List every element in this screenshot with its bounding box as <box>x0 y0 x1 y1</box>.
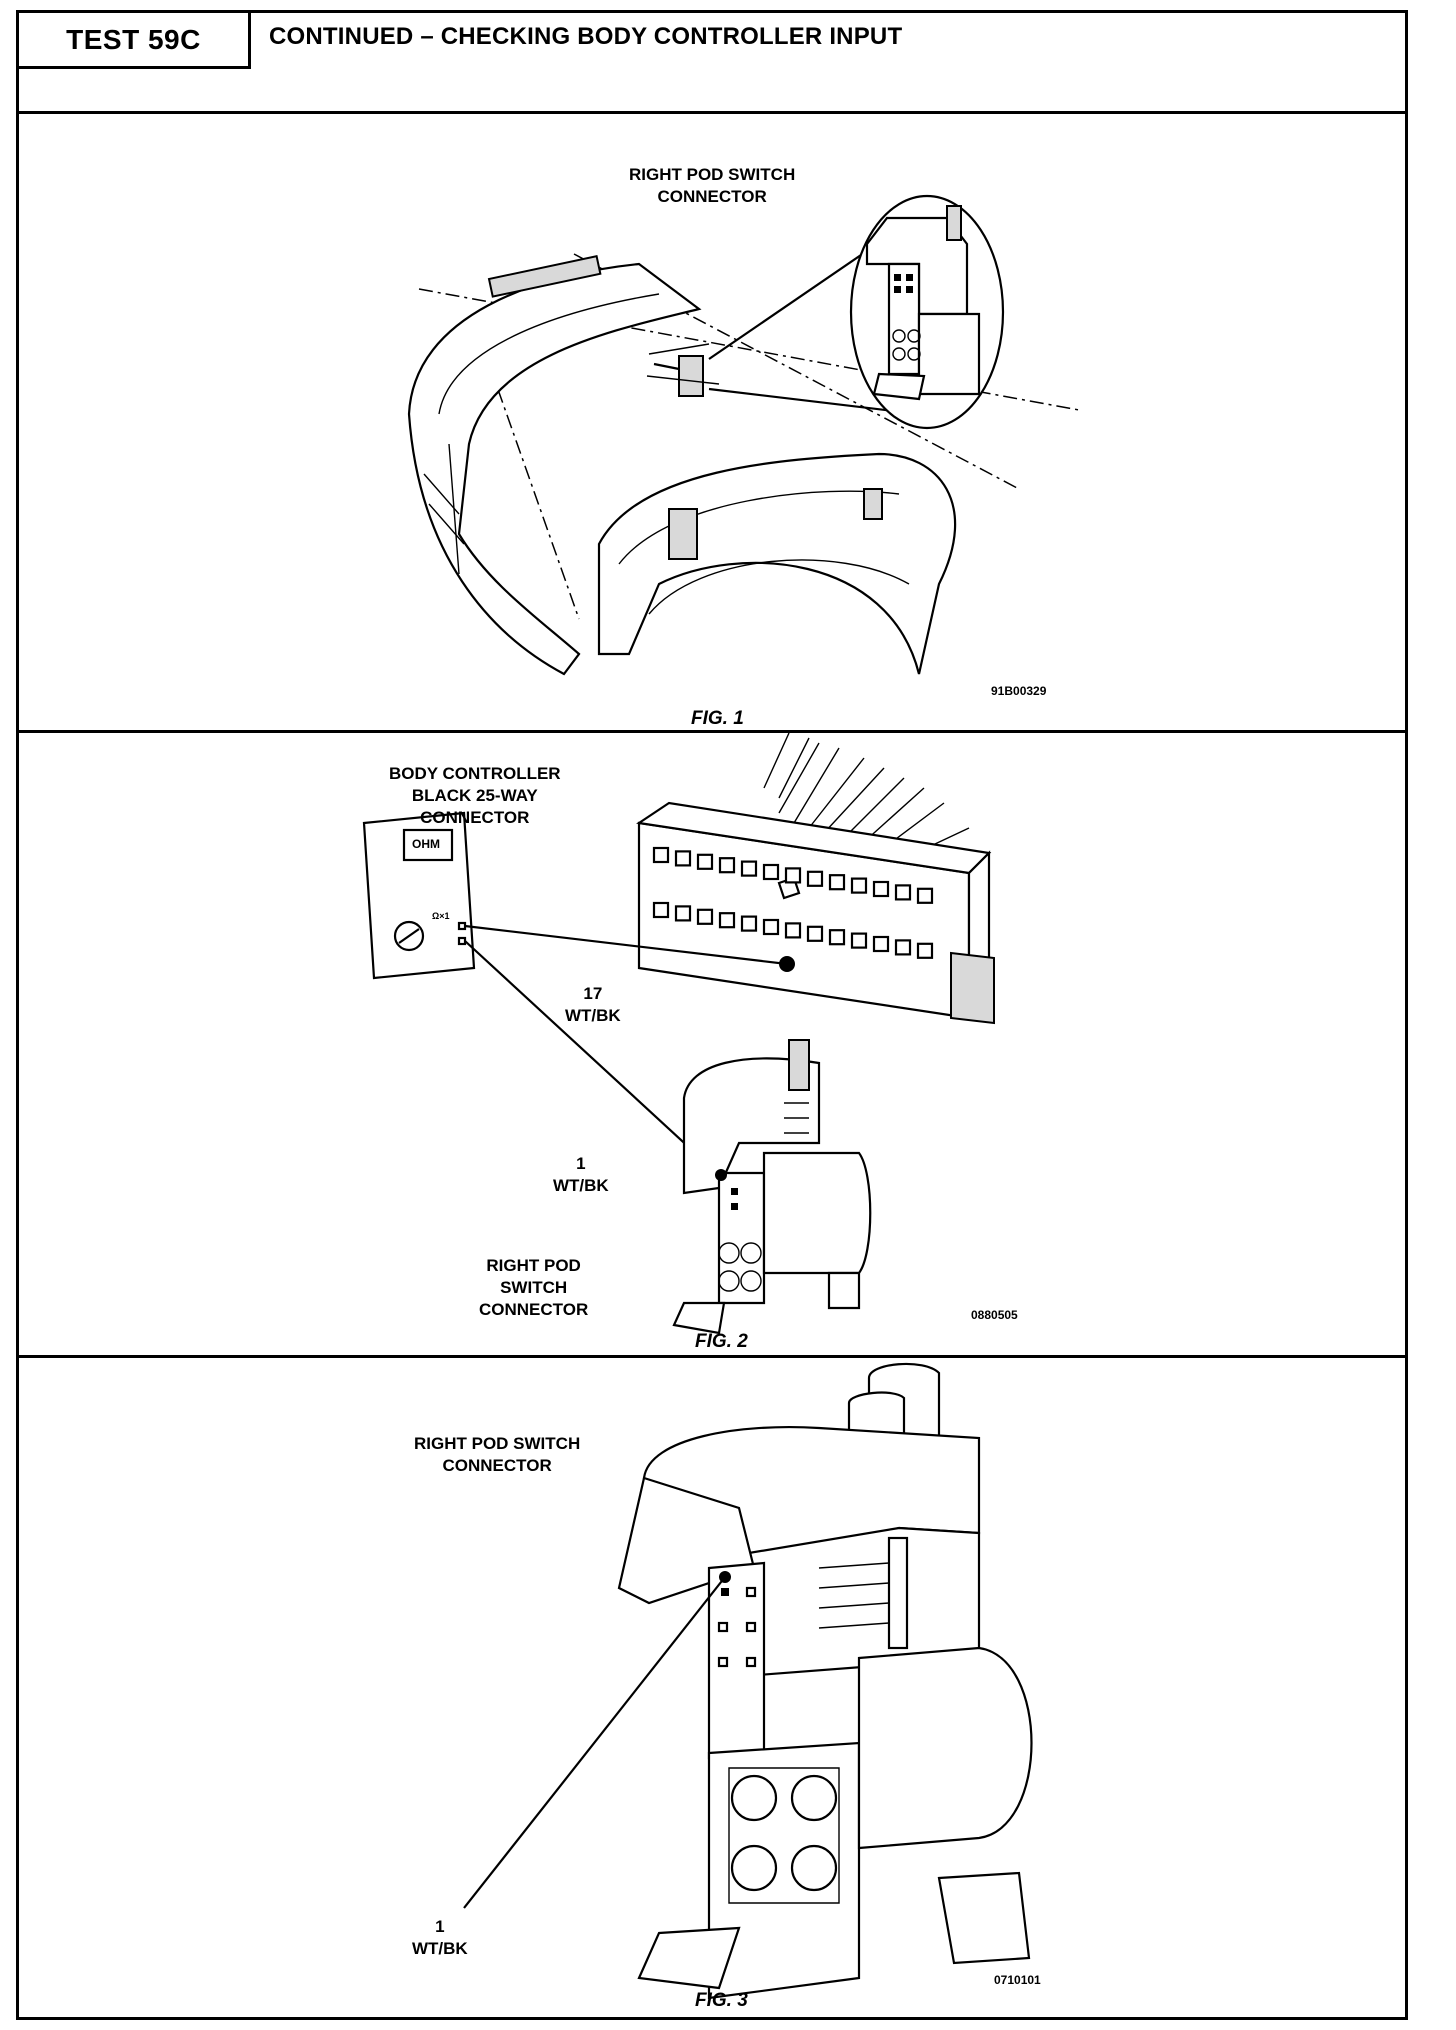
connector-cavity <box>828 874 846 891</box>
fig1-drawing-code: 91B00329 <box>991 684 1047 698</box>
fig2-drawing-code: 0880505 <box>971 1308 1018 1322</box>
connector-cavity <box>916 887 934 904</box>
connector-cavity <box>872 935 890 953</box>
test-number-label: TEST 59C <box>19 13 251 69</box>
ohmmeter-test-drawing <box>362 733 995 1335</box>
service-manual-page: TEST 59C CONTINUED – CHECKING BODY CONTR… <box>16 10 1408 2020</box>
ohmmeter-display: OHM <box>412 837 440 851</box>
connector-cavity <box>872 880 890 898</box>
connector-cavity <box>674 905 692 922</box>
connector-cavity <box>894 884 912 901</box>
connector-cavity <box>784 922 802 939</box>
connector-cavity <box>718 857 736 874</box>
connector-cavity <box>696 908 714 925</box>
connector-cavity <box>762 863 780 881</box>
connector-cavity <box>718 912 736 929</box>
connector-cavity <box>652 846 670 864</box>
connector-cavity <box>740 915 758 932</box>
page-header: TEST 59C CONTINUED – CHECKING BODY CONTR… <box>19 13 1405 114</box>
connector-cavity <box>806 870 824 887</box>
steering-column-shroud-drawing <box>407 194 1080 676</box>
fig1-caption: FIG. 1 <box>691 708 744 729</box>
connector-cavity <box>762 918 780 936</box>
connector-cavity <box>828 929 846 946</box>
fig3-drawing-code: 0710101 <box>994 1973 1041 1987</box>
connector-cavity <box>850 877 868 894</box>
connector-cavity <box>652 901 670 919</box>
connector-cavity <box>850 932 868 949</box>
connector-cavity <box>674 850 692 867</box>
connector-cavity <box>784 867 802 884</box>
page-title: CONTINUED – CHECKING BODY CONTROLLER INP… <box>269 23 903 50</box>
connector-cavity <box>806 925 824 942</box>
fig2-caption: FIG. 2 <box>695 1331 748 1352</box>
connector-cavity <box>894 939 912 956</box>
connector-cavity <box>696 853 714 870</box>
connector-cavity <box>740 860 758 877</box>
connector-cavity <box>916 942 934 959</box>
fig3-caption: FIG. 3 <box>695 1990 748 2011</box>
connector-detail-drawing <box>463 1362 1033 2000</box>
ohmmeter-range: Ω×1 <box>432 911 450 921</box>
